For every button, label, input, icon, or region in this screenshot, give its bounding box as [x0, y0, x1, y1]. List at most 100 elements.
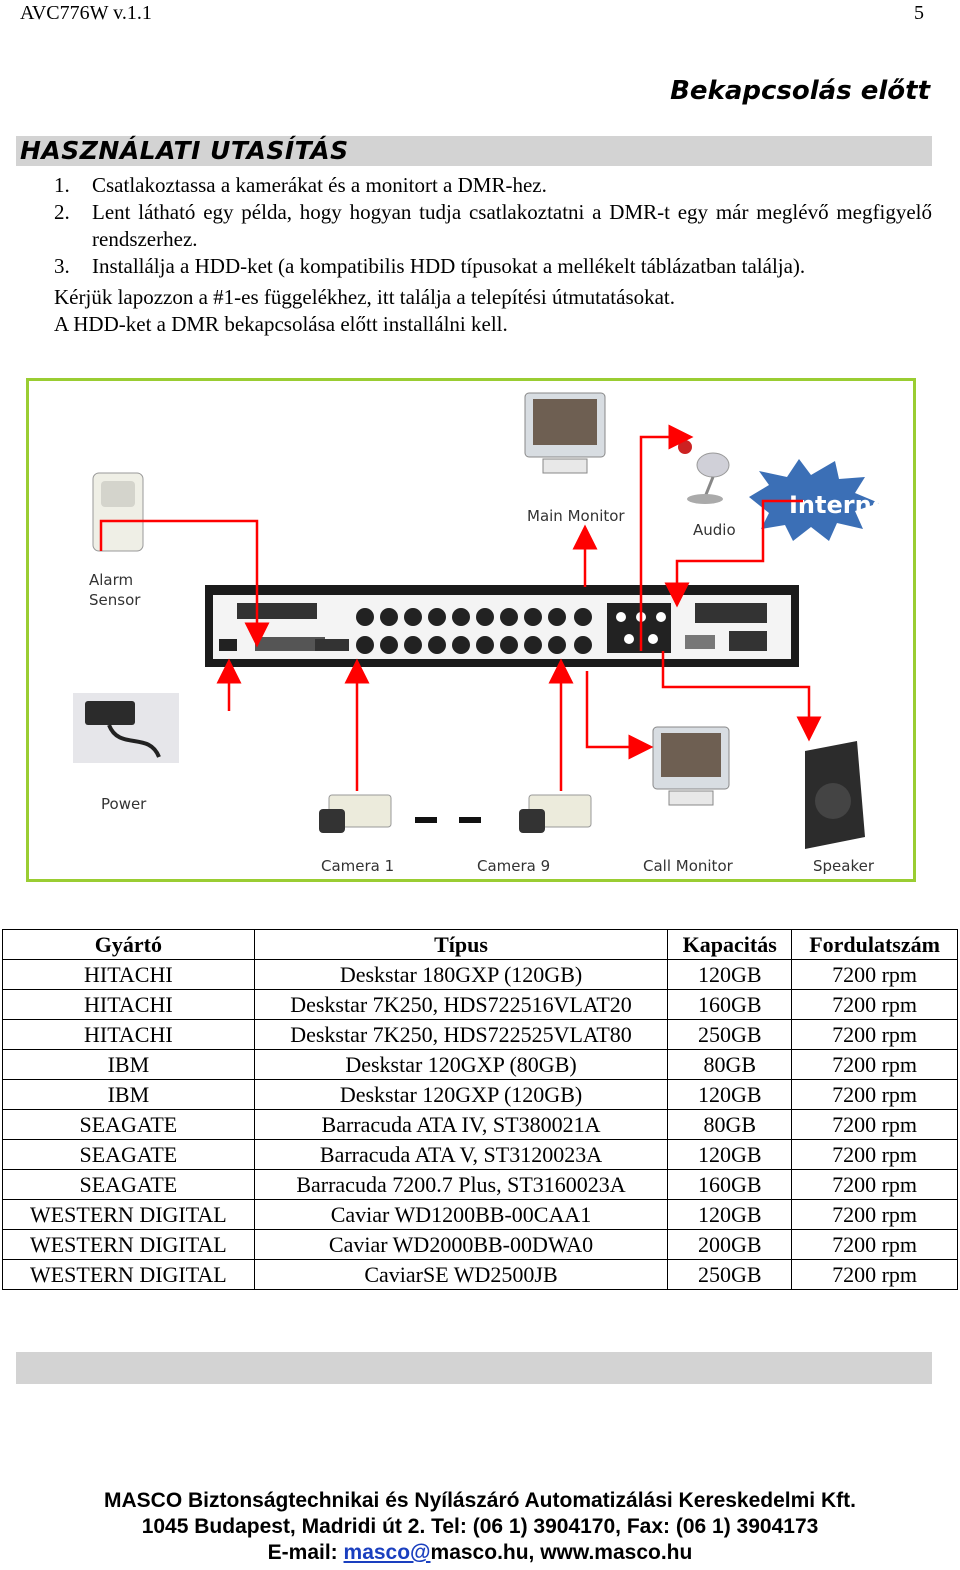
- step-text: Installálja a HDD-ket (a kompatibilis HD…: [92, 254, 806, 278]
- dvr-rear-panel: [205, 585, 799, 667]
- cell-type: Deskstar 7K250, HDS722516VLAT20: [253, 989, 669, 1020]
- instruction-step: 1. Csatlakoztassa a kamerákat és a monit…: [20, 172, 932, 199]
- cell-manufacturer: SEAGATE: [2, 1109, 255, 1140]
- document-model: AVC776W v.1.1: [20, 2, 152, 24]
- cell-capacity: 250GB: [667, 1259, 793, 1290]
- cell-manufacturer: IBM: [2, 1079, 255, 1110]
- cell-capacity: 120GB: [667, 1139, 793, 1170]
- cell-capacity: 120GB: [667, 1199, 793, 1230]
- cell-manufacturer: SEAGATE: [2, 1139, 255, 1170]
- speaker-icon: [805, 741, 865, 849]
- call-monitor-icon: [652, 726, 730, 806]
- email-link[interactable]: masco@: [343, 1541, 431, 1564]
- column-header-type: Típus: [253, 929, 669, 960]
- cell-manufacturer: HITACHI: [2, 1019, 255, 1050]
- cell-rpm: 7200 rpm: [791, 1229, 958, 1260]
- footer: MASCO Biztonságtechnikai és Nyílászáró A…: [0, 1488, 960, 1566]
- cell-type: Deskstar 120GXP (120GB): [253, 1079, 669, 1110]
- alarm-label: Alarm: [89, 571, 133, 589]
- alarm-sensor-icon: [92, 472, 144, 552]
- ellipsis-dash: [415, 817, 437, 823]
- cell-manufacturer: IBM: [2, 1049, 255, 1080]
- cell-rpm: 7200 rpm: [791, 1049, 958, 1080]
- cell-manufacturer: HITACHI: [2, 959, 255, 990]
- cell-type: Barracuda ATA V, ST3120023A: [253, 1139, 669, 1170]
- ellipsis-dash: [459, 817, 481, 823]
- cell-capacity: 120GB: [667, 959, 793, 990]
- instruction-step: 3. Installálja a HDD-ket (a kompatibilis…: [20, 253, 932, 280]
- audio-label: Audio: [693, 521, 736, 539]
- step-number: 1.: [54, 173, 70, 197]
- footer-contact: E-mail: masco@masco.hu, www.masco.hu: [0, 1540, 960, 1566]
- footer-address: 1045 Budapest, Madridi út 2. Tel: (06 1)…: [141, 1515, 819, 1538]
- microphone-icon: [678, 440, 730, 504]
- cell-type: Deskstar 180GXP (120GB): [253, 959, 669, 990]
- table-header-row: Gyártó Típus Kapacitás Fordulatszám: [2, 929, 958, 960]
- cell-manufacturer: HITACHI: [2, 989, 255, 1020]
- cell-type: Caviar WD2000BB-00DWA0: [253, 1229, 669, 1260]
- email-rest: masco.hu, www.masco.hu: [430, 1541, 693, 1564]
- camera-icon: [319, 794, 392, 833]
- speaker-label: Speaker: [813, 857, 875, 875]
- step-text: Csatlakoztassa a kamerákat és a monitort…: [92, 173, 547, 197]
- cell-type: Deskstar 120GXP (80GB): [253, 1049, 669, 1080]
- cell-type: CaviarSE WD2500JB: [253, 1259, 669, 1290]
- page-heading: HASZNÁLATI UTASÍTÁS: [20, 136, 349, 165]
- cell-rpm: 7200 rpm: [791, 1169, 958, 1200]
- cell-capacity: 250GB: [667, 1019, 793, 1050]
- internet-text: Internet: [789, 491, 899, 519]
- column-header-rpm: Fordulatszám: [791, 929, 958, 960]
- step-number: 3.: [54, 254, 70, 278]
- power-adapter-icon: [73, 693, 179, 763]
- cell-rpm: 7200 rpm: [791, 989, 958, 1020]
- camera-icon: [519, 794, 592, 833]
- hdd-compatibility-table: Gyártó Típus Kapacitás Fordulatszám HITA…: [2, 929, 958, 1290]
- cell-rpm: 7200 rpm: [791, 1259, 958, 1290]
- connection-arrows: [99, 424, 822, 791]
- note-text: Kérjük lapozzon a #1-es függelékhez, itt…: [54, 285, 676, 309]
- cell-capacity: 160GB: [667, 989, 793, 1020]
- power-label: Power: [101, 795, 147, 813]
- note-text: A HDD-ket a DMR bekapcsolása előtt insta…: [54, 312, 508, 336]
- cell-rpm: 7200 rpm: [791, 1109, 958, 1140]
- cell-capacity: 160GB: [667, 1169, 793, 1200]
- main-monitor-icon: [524, 392, 606, 474]
- connection-diagram-svg: Main Monitor Audio Internet Alarm Sensor: [73, 392, 899, 875]
- cell-type: Barracuda 7200.7 Plus, ST3160023A: [253, 1169, 669, 1200]
- section-title: Bekapcsolás előtt: [670, 76, 930, 106]
- cell-manufacturer: WESTERN DIGITAL: [2, 1229, 255, 1260]
- cell-manufacturer: SEAGATE: [2, 1169, 255, 1200]
- cell-type: Barracuda ATA IV, ST380021A: [253, 1109, 669, 1140]
- internet-icon: Internet: [749, 459, 899, 541]
- footer-company: MASCO Biztonságtechnikai és Nyílászáró A…: [104, 1489, 856, 1512]
- cell-rpm: 7200 rpm: [791, 1199, 958, 1230]
- cell-manufacturer: WESTERN DIGITAL: [2, 1199, 255, 1230]
- footer-bar: [16, 1352, 932, 1384]
- heading-bar: [16, 136, 932, 166]
- cell-capacity: 120GB: [667, 1079, 793, 1110]
- instruction-step: 2. Lent látható egy példa, hogy hogyan t…: [20, 199, 932, 253]
- step-number: 2.: [54, 200, 70, 224]
- cell-capacity: 80GB: [667, 1109, 793, 1140]
- cell-capacity: 200GB: [667, 1229, 793, 1260]
- page-number: 5: [914, 2, 924, 24]
- instruction-list: 1. Csatlakoztassa a kamerákat és a monit…: [20, 172, 932, 338]
- email-label: E-mail:: [267, 1541, 344, 1564]
- camera1-label: Camera 1: [321, 857, 394, 875]
- step-text: Lent látható egy példa, hogy hogyan tudj…: [92, 200, 932, 251]
- call-monitor-label: Call Monitor: [643, 857, 734, 875]
- camera9-label: Camera 9: [477, 857, 550, 875]
- sensor-label: Sensor: [89, 591, 141, 609]
- cell-rpm: 7200 rpm: [791, 1079, 958, 1110]
